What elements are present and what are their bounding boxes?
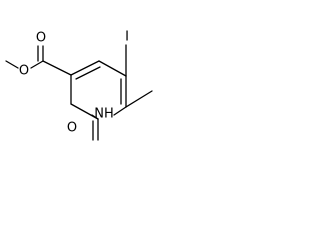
- bond-ether-o-methyl: [5, 60, 19, 69]
- ring-bond-c3-c4-inner: [75, 66, 101, 80]
- bond-ester-carbon-ether-o: [30, 60, 44, 69]
- atom-ester-carbonyl-oxygen: O: [36, 31, 46, 46]
- chemical-structure-diagram: I NH O O O: [5, 30, 153, 141]
- atom-amine-nh: NH: [94, 107, 114, 122]
- atom-iodine: I: [125, 30, 129, 45]
- ring-bond-c6-n1: [113, 106, 127, 116]
- ring-bond-c2-c3: [70, 103, 99, 120]
- bond-c6-methyl: [125, 90, 153, 108]
- bond-c3-ester-carbon: [42, 60, 72, 76]
- ring-bond-c4-c5: [98, 60, 127, 77]
- ring-bond-c3-c4: [70, 60, 100, 76]
- atom-ester-ether-oxygen: O: [19, 64, 29, 79]
- atom-carbonyl-oxygen-ring: O: [67, 121, 77, 136]
